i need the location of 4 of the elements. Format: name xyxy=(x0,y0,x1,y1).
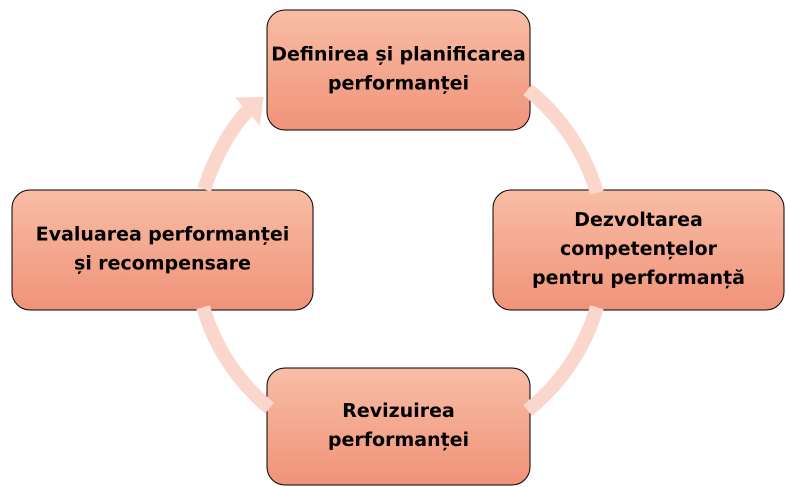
process-box: Revizuirea performanței xyxy=(266,368,530,486)
process-box: Evaluarea performanței și recompensare xyxy=(12,190,314,310)
process-box: Dezvoltarea competențelor pentru performanță xyxy=(492,190,785,310)
process-box: Definirea și planificarea performanței xyxy=(266,10,530,130)
